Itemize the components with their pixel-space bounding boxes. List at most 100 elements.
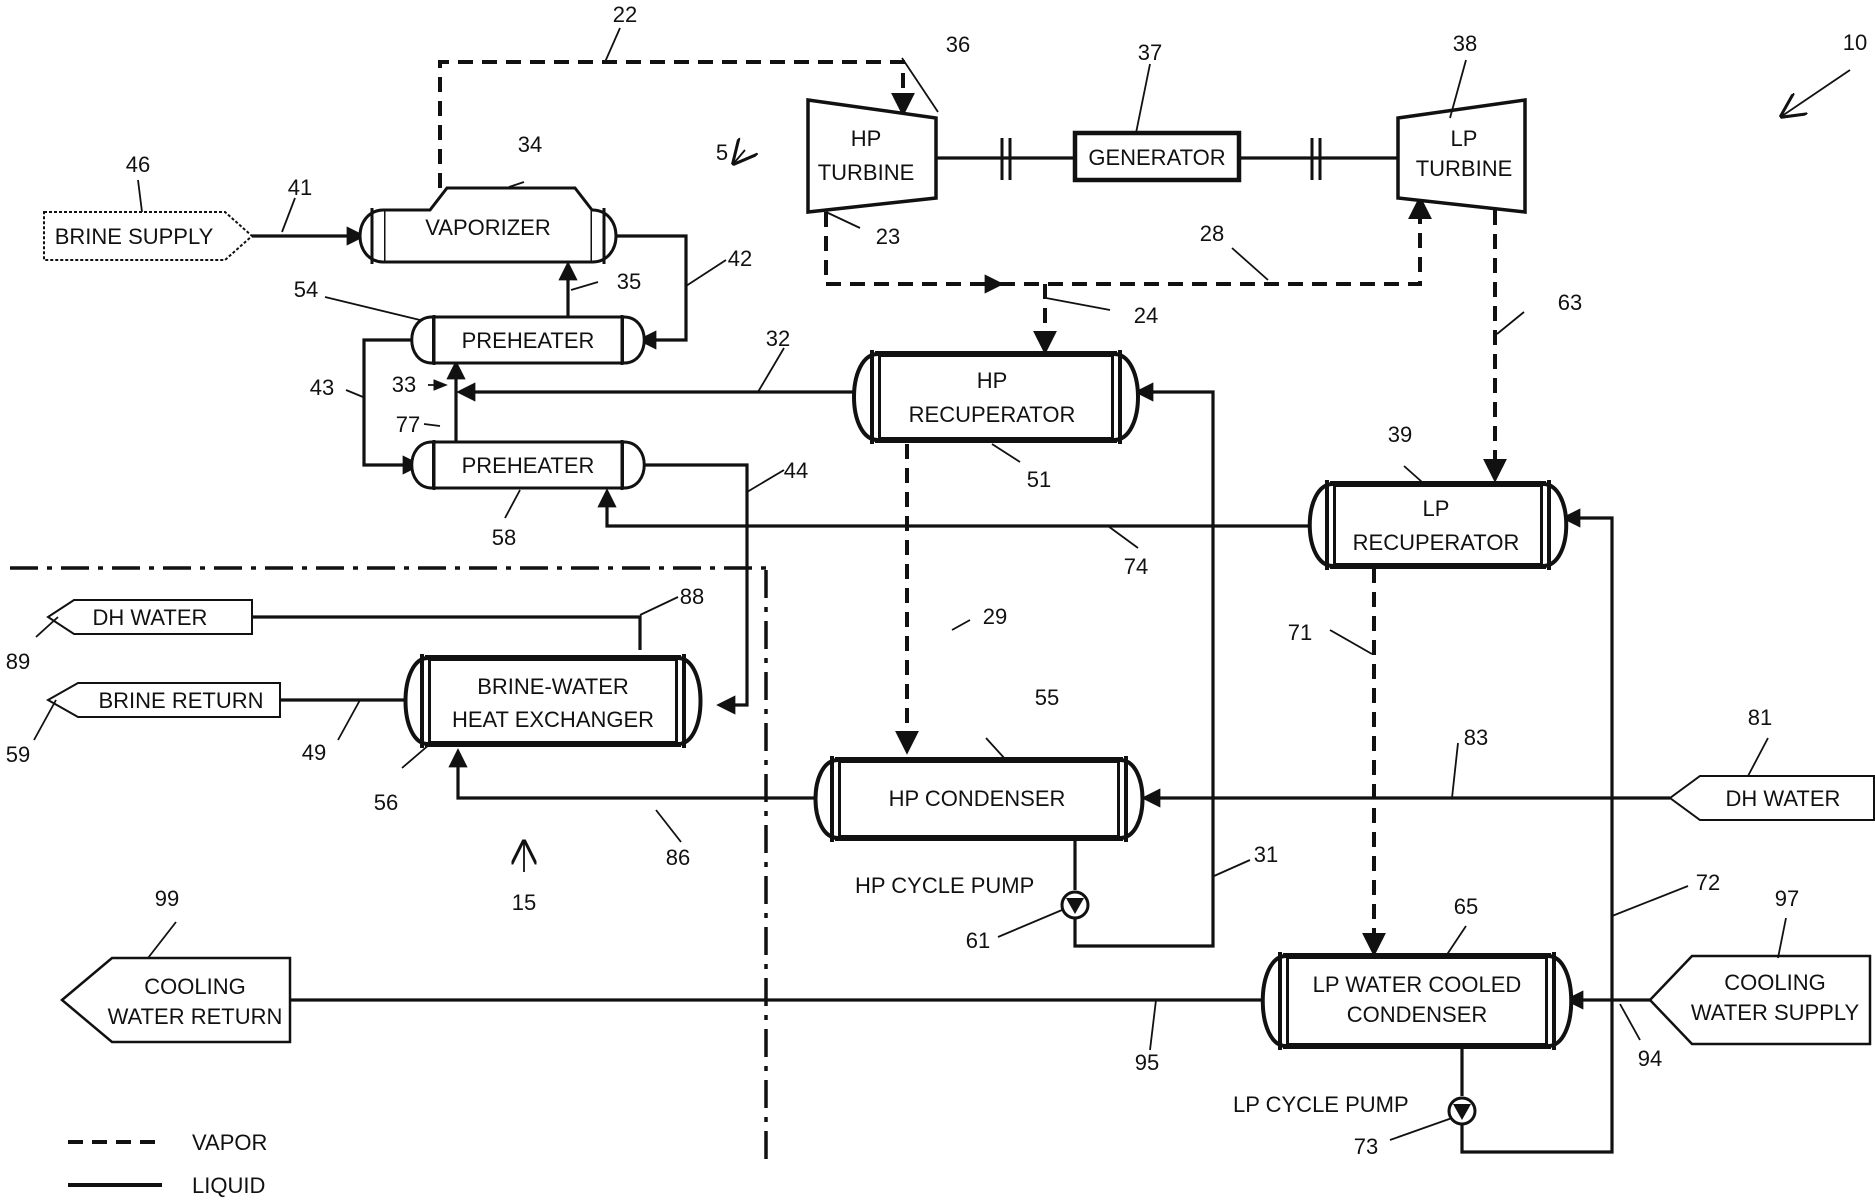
ref-22: 22: [613, 2, 637, 27]
ref-58: 58: [492, 525, 516, 550]
generator-label: GENERATOR: [1088, 145, 1225, 170]
liquid-line-31: [1073, 382, 1215, 948]
ref-81: 81: [1748, 705, 1772, 730]
cooling-water-return-flag: COOLING WATER RETURN: [60, 956, 292, 1044]
ref-32: 32: [766, 326, 790, 351]
cooling-water-supply-flag: COOLING WATER SUPPLY: [1648, 954, 1872, 1046]
brine-supply-label: BRINE SUPPLY: [55, 224, 214, 249]
hp-recuperator-label-2: RECUPERATOR: [909, 402, 1076, 427]
ref-28: 28: [1200, 221, 1224, 246]
hp-turbine: HP TURBINE: [806, 97, 938, 214]
hx-label-1: BRINE-WATER: [477, 674, 629, 699]
brine-return-label: BRINE RETURN: [98, 688, 263, 713]
cooling-water-return-label-2: WATER RETURN: [108, 1004, 283, 1029]
cooling-water-supply-label-2: WATER SUPPLY: [1691, 1000, 1860, 1025]
reference-numbers: 10 22 36 37 38 5 34 46 41 23 28 35 42 54…: [6, 2, 1867, 1159]
lp-condenser-label-2: CONDENSER: [1347, 1002, 1488, 1027]
ref-86: 86: [666, 845, 690, 870]
ref-83: 83: [1464, 725, 1488, 750]
liquid-line-42: [610, 234, 688, 350]
vapor-lines: [438, 60, 1507, 957]
hp-recuperator: HP RECUPERATOR: [852, 350, 1140, 444]
ref-88: 88: [680, 584, 704, 609]
ref-74: 74: [1124, 554, 1148, 579]
ref-56: 56: [374, 790, 398, 815]
ref-65: 65: [1454, 894, 1478, 919]
liquid-line-88: [252, 615, 642, 650]
ref-89: 89: [6, 649, 30, 674]
vaporizer: VAPORIZER: [358, 186, 618, 264]
ref-54: 54: [294, 277, 318, 302]
preheater-top-label: PREHEATER: [462, 328, 595, 353]
lp-condenser-label-1: LP WATER COOLED: [1313, 972, 1522, 997]
preheater-bottom-label: PREHEATER: [462, 453, 595, 478]
cooling-water-return-label-1: COOLING: [144, 974, 245, 999]
legend: VAPOR LIQUID: [68, 1130, 267, 1198]
ref-61: 61: [966, 928, 990, 953]
ref-23: 23: [876, 224, 900, 249]
ref-72: 72: [1696, 870, 1720, 895]
ref-46: 46: [126, 152, 150, 177]
lp-cycle-pump: [1447, 1096, 1477, 1126]
couplings: [1000, 138, 1322, 180]
ref-31: 31: [1254, 842, 1278, 867]
vaporizer-label: VAPORIZER: [425, 215, 551, 240]
preheater-bottom: PREHEATER: [410, 440, 646, 490]
generator: GENERATOR: [1072, 130, 1242, 183]
ref-43: 43: [310, 375, 334, 400]
ref-35: 35: [617, 269, 641, 294]
hp-cycle-pump: [1060, 890, 1090, 920]
dh-water-out-flag: DH WATER: [46, 599, 253, 635]
ref-42: 42: [728, 246, 752, 271]
brine-supply-flag: BRINE SUPPLY: [43, 211, 254, 261]
hp-condenser: HP CONDENSER: [813, 756, 1145, 842]
ref-39: 39: [1388, 422, 1412, 447]
dh-water-out-label: DH WATER: [93, 605, 208, 630]
ref-34: 34: [518, 132, 542, 157]
ref-15: 15: [512, 890, 536, 915]
ref-36: 36: [946, 32, 970, 57]
lp-recuperator-label-1: LP: [1423, 496, 1450, 521]
ref-95: 95: [1135, 1050, 1159, 1075]
ref-71: 71: [1288, 620, 1312, 645]
lp-water-cooled-condenser: LP WATER COOLED CONDENSER: [1260, 952, 1574, 1050]
ref-94: 94: [1638, 1046, 1662, 1071]
ref-37: 37: [1138, 40, 1162, 65]
lp-recuperator: LP RECUPERATOR: [1307, 480, 1569, 570]
lp-recuperator-label-2: RECUPERATOR: [1353, 530, 1520, 555]
ref-51: 51: [1027, 467, 1051, 492]
hp-cycle-pump-label: HP CYCLE PUMP: [855, 873, 1034, 898]
vapor-line-23: [824, 212, 990, 286]
liquid-line-86: [448, 748, 815, 800]
legend-vapor-label: VAPOR: [192, 1130, 267, 1155]
ref-63: 63: [1558, 290, 1582, 315]
vapor-line-28: [1000, 195, 1432, 286]
ref-33: 33: [392, 372, 416, 397]
ref-55: 55: [1035, 685, 1059, 710]
lp-cycle-pump-label: LP CYCLE PUMP: [1233, 1092, 1409, 1117]
leader-lines: [33, 27, 1851, 1141]
liquid-line-74: [597, 488, 1312, 528]
ref-77: 77: [396, 412, 420, 437]
hp-turbine-label-1: HP: [851, 126, 882, 151]
hp-condenser-label: HP CONDENSER: [889, 786, 1066, 811]
hp-recuperator-label-1: HP: [977, 368, 1008, 393]
liquid-line-72: [1460, 508, 1614, 1154]
lp-turbine-label-2: TURBINE: [1416, 156, 1513, 181]
ref-99: 99: [155, 886, 179, 911]
cooling-water-supply-label-1: COOLING: [1724, 970, 1825, 995]
hp-turbine-label-2: TURBINE: [818, 160, 915, 185]
lp-turbine: LP TURBINE: [1396, 97, 1527, 214]
ref-49: 49: [302, 740, 326, 765]
hx-label-2: HEAT EXCHANGER: [452, 707, 654, 732]
lp-turbine-label-1: LP: [1451, 126, 1478, 151]
ref-24: 24: [1134, 303, 1158, 328]
ref-5: 5: [716, 140, 728, 165]
ref-73: 73: [1354, 1134, 1378, 1159]
brine-water-heat-exchanger: BRINE-WATER HEAT EXCHANGER: [403, 654, 703, 748]
liquid-line-43: [362, 338, 422, 475]
ref-59: 59: [6, 742, 30, 767]
vapor-line-22: [438, 60, 915, 188]
ref-44: 44: [784, 458, 808, 483]
